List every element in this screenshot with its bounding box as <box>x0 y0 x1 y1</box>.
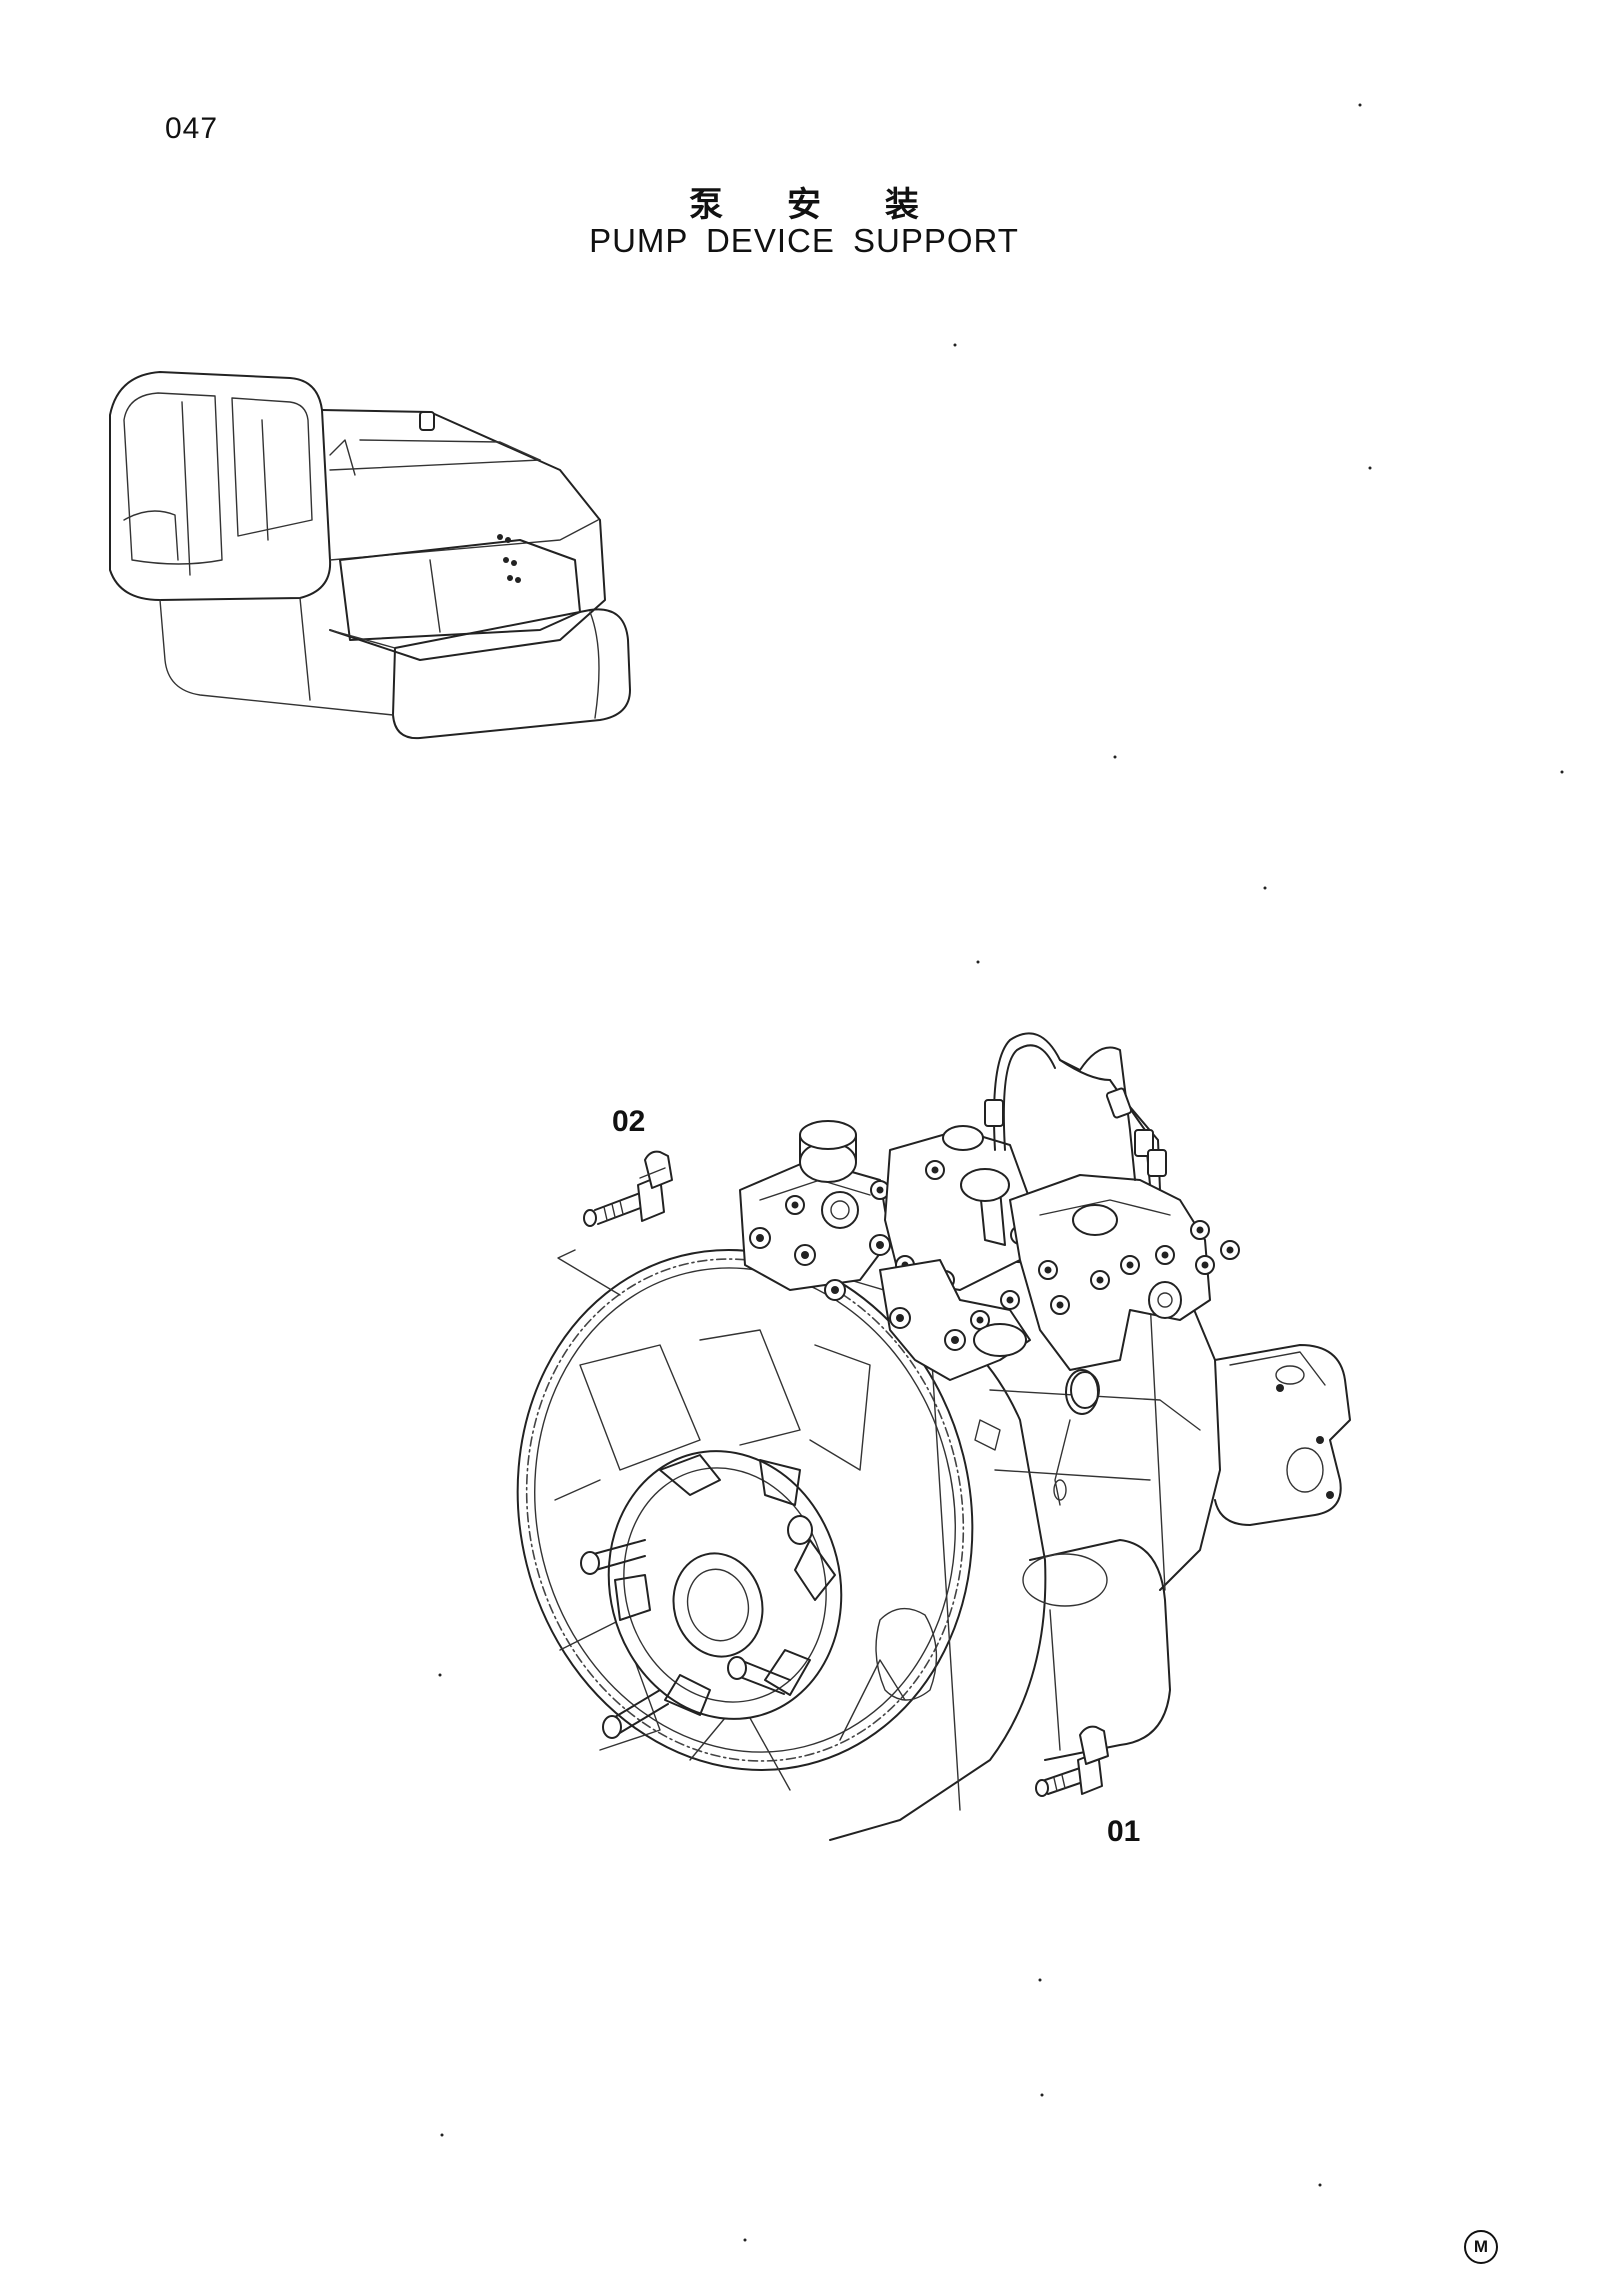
page-title: PUMP DEVICE SUPPORT <box>589 222 1019 259</box>
callout-label: 01 <box>1107 1815 1141 1848</box>
pump-assembly-icon <box>516 1032 1351 1841</box>
callout-label: 02 <box>612 1105 646 1138</box>
page-number: 047 <box>165 112 219 145</box>
excavator-overview-icon <box>109 371 631 740</box>
flange-bolt-icon <box>583 1150 673 1227</box>
corner-mark: M <box>1464 2230 1498 2264</box>
page-title-chinese: 泵 安 装 <box>689 185 945 225</box>
flange-bolt-icon <box>1035 1725 1109 1797</box>
